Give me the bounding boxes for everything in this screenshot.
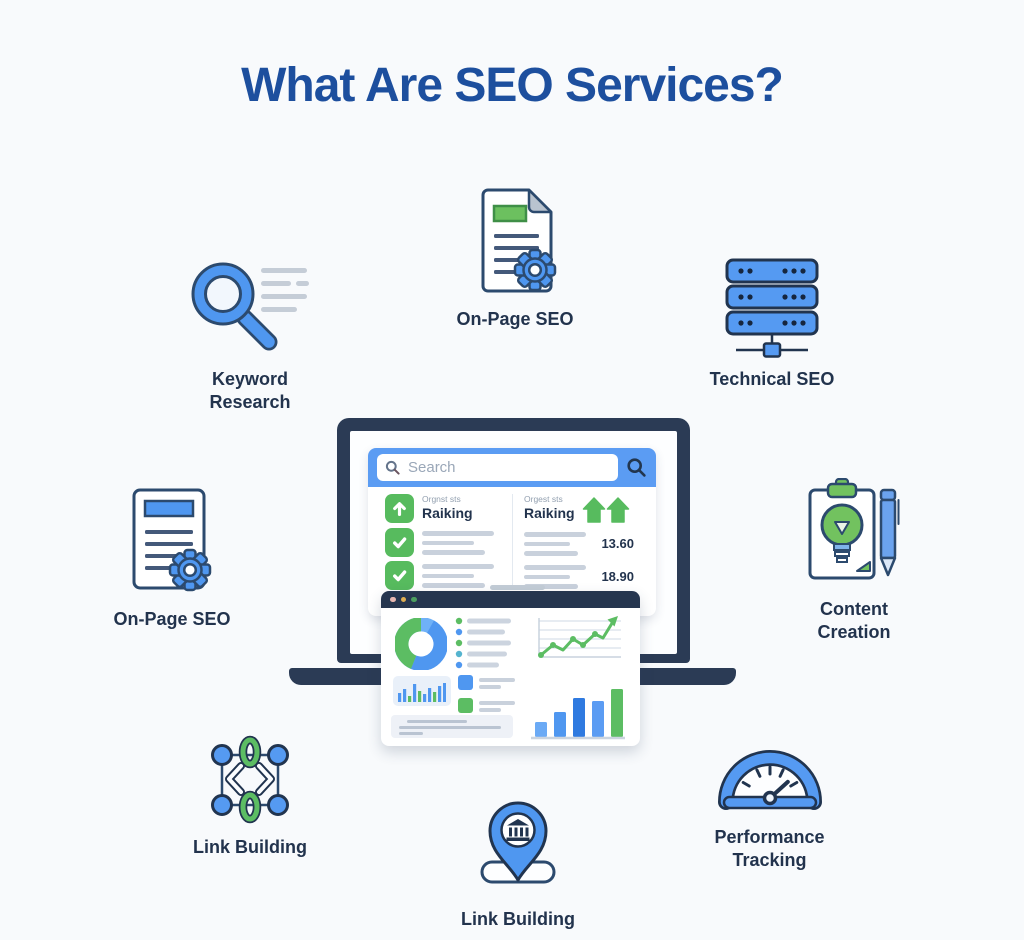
- search-bar: [377, 454, 618, 481]
- document-gear-icon: [132, 488, 212, 592]
- document-gear-icon: [481, 188, 557, 293]
- service-label: Content Creation: [817, 599, 891, 642]
- service-link-building-pin: Link Building: [448, 796, 588, 931]
- service-label: On-Page SEO: [113, 609, 231, 629]
- check-badge-icon: [385, 561, 414, 590]
- ranking-header-right: Orgest sts Raiking: [524, 494, 575, 521]
- text-block-card: [391, 715, 513, 738]
- minimize-dot-icon: [400, 596, 406, 603]
- legend-green-swatch: [458, 698, 473, 713]
- line-chart-icon: [538, 616, 621, 658]
- donut-chart-icon: [395, 618, 447, 670]
- window-titlebar: [381, 591, 640, 608]
- text-line: [422, 550, 485, 555]
- text-line: [524, 574, 570, 579]
- text-line: [422, 531, 494, 536]
- clipboard-bulb-pen-icon: [808, 478, 900, 580]
- result-row: [524, 532, 586, 556]
- text-line: [422, 540, 474, 545]
- server-stack-icon: [725, 258, 819, 358]
- map-pin-bank-icon: [480, 801, 556, 884]
- panel-divider: [512, 494, 513, 590]
- service-label: Link Building: [461, 909, 575, 929]
- service-link-building-network: Link Building: [180, 734, 320, 859]
- search-icon: [385, 460, 400, 475]
- analytics-window: [381, 591, 640, 746]
- ranking-header-left: Orgnst sts Raiking: [385, 494, 473, 523]
- scroll-indicator: [490, 585, 545, 590]
- metric-value: 18.90: [601, 569, 634, 584]
- service-content-creation: Content Creation: [798, 478, 910, 643]
- legend-line: [479, 701, 515, 705]
- service-label: Performance Tracking: [714, 827, 825, 870]
- service-keyword-research: Keyword Research: [175, 256, 325, 413]
- up-arrow-badge-icon: [385, 494, 414, 523]
- bullet-list-icon: [455, 617, 511, 669]
- panel-title: Raiking: [422, 505, 473, 521]
- service-label: On-Page SEO: [456, 309, 574, 329]
- close-dot-icon: [390, 596, 396, 603]
- search-button-icon: [626, 457, 647, 478]
- text-line: [422, 564, 494, 569]
- text-line: [422, 573, 474, 578]
- legend-blue-swatch: [458, 675, 473, 690]
- service-performance-tracking: Performance Tracking: [702, 734, 837, 871]
- check-row: [385, 528, 494, 557]
- text-line: [422, 583, 485, 588]
- mini-bar-chart-icon: [393, 676, 451, 706]
- panel-subtitle: Orgest sts: [524, 494, 563, 504]
- magnifier-icon: [191, 262, 309, 351]
- legend-line: [479, 708, 501, 712]
- legend-line: [479, 678, 515, 682]
- legend-line: [479, 685, 501, 689]
- check-row: [385, 561, 494, 590]
- search-input: [406, 458, 610, 477]
- service-label: Link Building: [193, 837, 307, 857]
- page-title: What Are SEO Services?: [241, 59, 784, 112]
- double-up-arrows-icon: [582, 496, 630, 528]
- service-label: Keyword Research: [209, 369, 291, 412]
- service-on-page-seo-top: On-Page SEO: [445, 186, 585, 331]
- text-line: [524, 584, 578, 589]
- panel-title: Raiking: [524, 505, 575, 521]
- result-row: [524, 565, 586, 589]
- metric-value: 13.60: [601, 536, 634, 551]
- text-line: [524, 551, 578, 556]
- service-technical-seo: Technical SEO: [698, 256, 846, 391]
- chain-network-icon: [211, 735, 289, 824]
- text-line: [524, 532, 586, 537]
- analytics-body: [381, 608, 640, 746]
- service-on-page-seo-left: On-Page SEO: [102, 486, 242, 631]
- speedometer-icon: [717, 750, 822, 810]
- text-line: [524, 541, 570, 546]
- check-badge-icon: [385, 528, 414, 557]
- bar-chart-icon: [531, 689, 625, 740]
- browser-window: Orgnst sts Raiking: [368, 448, 656, 616]
- service-label: Technical SEO: [709, 369, 835, 389]
- browser-header: [368, 448, 656, 487]
- maximize-dot-icon: [411, 596, 417, 603]
- text-line: [524, 565, 586, 570]
- panel-subtitle: Orgnst sts: [422, 494, 461, 504]
